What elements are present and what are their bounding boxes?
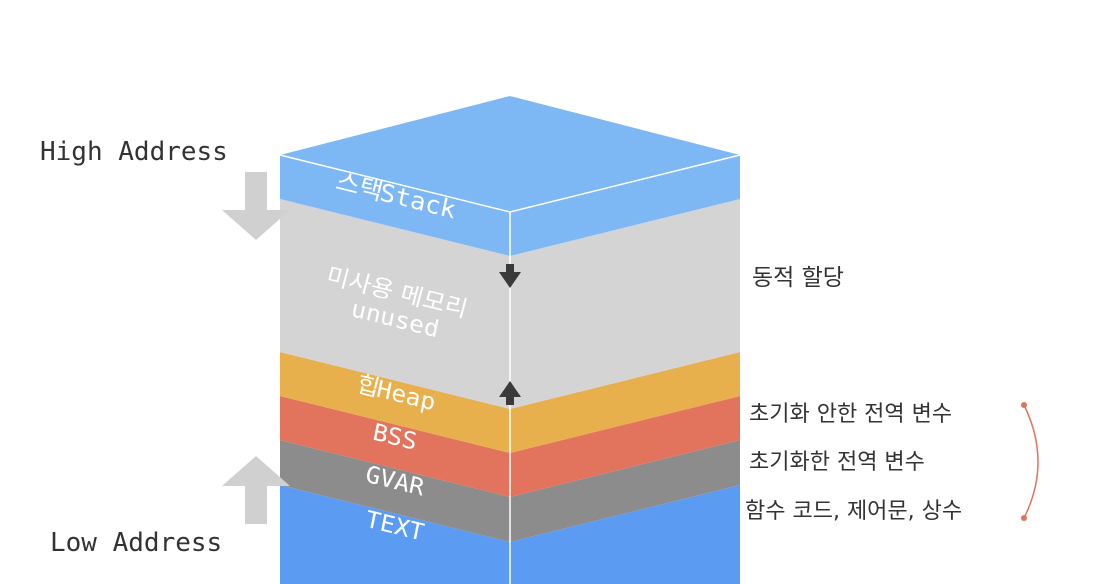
static-data-bracket (1021, 402, 1039, 521)
heap-segment-side (510, 352, 740, 453)
low-address-up-arrow-icon (222, 456, 290, 524)
unused-memory-side (510, 199, 740, 409)
high-address-down-arrow-icon (222, 172, 290, 240)
gvar-description: 초기화한 전역 변수 (749, 450, 925, 475)
bss-segment-front (280, 396, 510, 497)
heap-segment-front (280, 352, 510, 453)
dynamic-allocation-label: 동적 할당 (752, 265, 844, 291)
high-address-label: High Address (40, 137, 228, 167)
gvar-segment-side (510, 440, 740, 542)
low-address-label: Low Address (50, 528, 222, 558)
text-segment-side (510, 485, 740, 584)
bss-segment-side (510, 396, 740, 497)
bss-description: 초기화 안한 전역 변수 (749, 402, 952, 427)
heap-growth-arrow-icon (499, 381, 521, 405)
gvar-segment-front (280, 440, 510, 542)
stack-growth-arrow-icon (499, 264, 521, 288)
cube-top-edges (279, 154, 741, 213)
unused-memory-front (280, 199, 510, 409)
text-description: 함수 코드, 제어문, 상수 (745, 499, 962, 524)
stack-segment-side (510, 155, 740, 256)
stack-segment-front (280, 155, 510, 256)
text-segment-front (280, 485, 510, 584)
